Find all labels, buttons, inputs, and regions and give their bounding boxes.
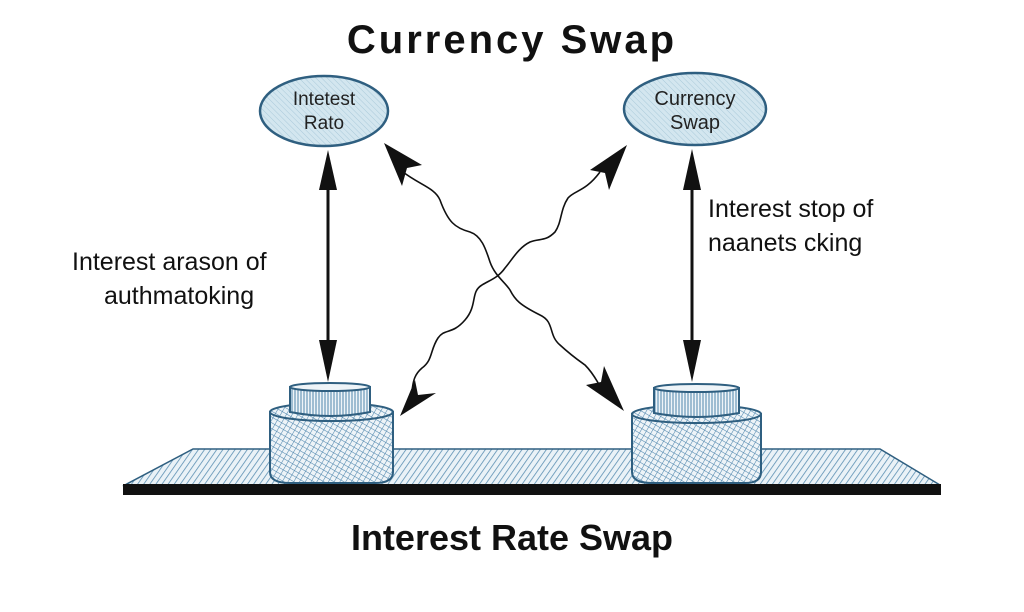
cross-arrow-down-right	[384, 143, 624, 411]
cylinder-left	[269, 382, 394, 484]
cylinder-right	[631, 383, 762, 484]
diagram-title: Currency Swap	[346, 18, 678, 62]
vertical-arrow-right	[683, 149, 701, 382]
side-label-right-line1: Interest stop of	[708, 195, 874, 223]
side-label-left: Interest arason of authmatoking	[72, 245, 322, 313]
platform	[122, 448, 941, 495]
cross-arrow-up-right	[400, 145, 627, 416]
vertical-arrow-left	[319, 150, 337, 382]
node-right-line1: Currency	[654, 88, 736, 110]
node-right-label: Currency Swap	[624, 87, 766, 135]
node-left-line2: Rato	[303, 113, 345, 134]
side-label-right: Interest stop of naanets cking	[708, 192, 948, 260]
node-right-ellipse	[622, 71, 768, 147]
node-left-label: Intetest Rato	[262, 88, 386, 136]
node-left-ellipse	[258, 74, 390, 148]
side-label-left-line1: Interest arason of	[72, 248, 267, 276]
side-label-left-line2: authmatoking	[104, 282, 255, 310]
node-left-line1: Intetest	[292, 89, 356, 110]
diagram-footer-title: Interest Rate Swap	[350, 517, 674, 558]
side-label-right-line2: naanets cking	[708, 229, 863, 257]
node-right-line2: Swap	[669, 112, 721, 134]
